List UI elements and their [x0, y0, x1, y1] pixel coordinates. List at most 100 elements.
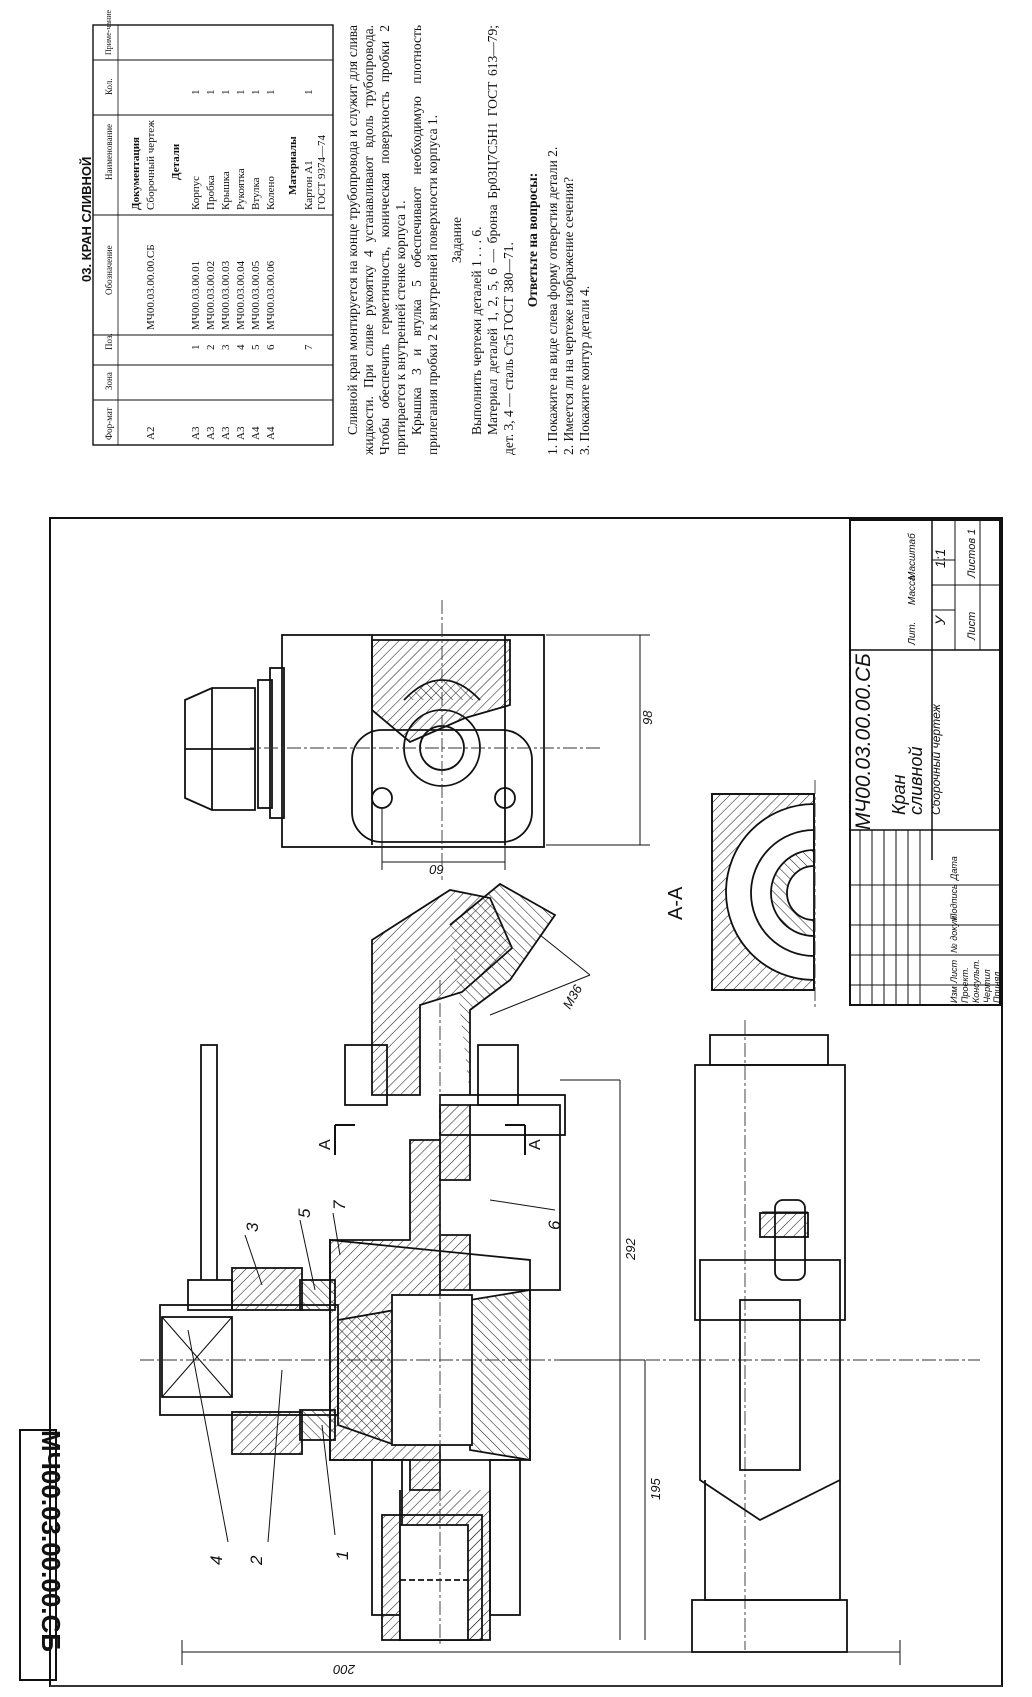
title-block-designation: МЧ00.03.00.00.СБ — [852, 653, 875, 830]
task-heading: Задание — [449, 216, 464, 264]
spec-detail-format: А3 — [190, 426, 202, 440]
change-header-sign: Подпись — [949, 884, 959, 920]
section-a-a-view — [711, 793, 815, 991]
col-zone: Зона — [104, 372, 114, 390]
question-1: 1. Покажите на виде слева форму отверсти… — [545, 146, 560, 455]
spec-detail-qty: 1 — [265, 89, 277, 96]
dimension-195-label: 195 — [648, 1478, 663, 1500]
title-name-line1: Кран — [889, 774, 909, 815]
dimension-60 — [381, 808, 506, 870]
sheet-label: Лист — [966, 612, 978, 641]
role-consult: Консульт. — [971, 959, 981, 1003]
position-label-3: 3 — [243, 1222, 262, 1232]
header-title: 03. КРАН СЛИВНОЙ — [79, 156, 94, 282]
spec-detail-pos: 6 — [265, 344, 277, 351]
hdr-scale: Масштаб — [906, 533, 918, 580]
section-mark-left: А — [317, 1139, 334, 1150]
description-paragraph-2: Крышка 3 и втулка 5 обеспечивают необход… — [409, 25, 440, 455]
title-name-line2: сливной — [906, 747, 926, 815]
spec-detail-name: Крышка — [220, 171, 232, 210]
corner-code: МЧ00.03.00.00.СБ — [36, 1430, 66, 1652]
top-view — [691, 1034, 848, 1653]
change-header-list: Лист — [949, 959, 959, 984]
position-label-6: 6 — [545, 1220, 564, 1230]
spec-row-designation: МЧ00.03.00.00.СБ — [145, 244, 157, 330]
hdr-lit: Лит. — [907, 622, 918, 646]
spec-detail-name: Втулка — [250, 177, 262, 210]
side-view — [184, 634, 545, 848]
position-label-2: 2 — [247, 1555, 266, 1566]
position-label-4: 4 — [207, 1556, 226, 1565]
spec-detail-name: Колено — [265, 176, 277, 210]
lit-value: У — [932, 614, 948, 626]
section-label: А-А — [665, 886, 687, 920]
col-format: Фор-мат — [104, 407, 114, 440]
spec-row-format: А2 — [145, 426, 157, 440]
spec-detail-name: Рукоятка — [235, 168, 247, 210]
sheets-label: Листов 1 — [966, 529, 978, 579]
spec-detail-designation: МЧ00.03.00.06 — [265, 260, 277, 330]
role-project: Проект. — [960, 967, 970, 1003]
hdr-mass: Масса — [907, 575, 918, 605]
spec-detail-qty: 1 — [220, 89, 232, 96]
dimension-60-label: 60 — [429, 862, 444, 877]
spec-table-grid — [92, 24, 334, 446]
section-marks — [334, 1124, 526, 1155]
task-line-1: Выполнить чертежи деталей 1 . . . 6. — [469, 226, 484, 435]
spec-detail-format: А3 — [235, 426, 247, 440]
col-name: Наименование — [104, 123, 114, 180]
description-block: Сливной кран монтируется на конце трубоп… — [345, 25, 593, 455]
role-accepted: Принял — [992, 972, 1002, 1003]
change-header-date: Дата — [949, 856, 959, 881]
dimension-200-label: 200 — [333, 1662, 356, 1677]
front-view — [159, 882, 566, 1641]
col-pos: Поз. — [104, 333, 114, 350]
spec-material-pos: 7 — [303, 344, 315, 351]
spec-material-name: Картон А1 — [303, 160, 315, 210]
col-note: Приме-чание — [104, 9, 113, 55]
questions-heading: Ответьте на вопросы: — [525, 172, 540, 308]
spec-detail-qty: 1 — [250, 89, 262, 96]
question-3: 3. Покажите контур детали 4. — [577, 285, 592, 455]
col-qty: Кол. — [104, 78, 114, 95]
spec-detail-format: А3 — [205, 426, 217, 440]
spec-detail-pos: 1 — [190, 344, 202, 351]
spec-detail-pos: 2 — [205, 344, 217, 351]
title-block — [849, 519, 1001, 1006]
spec-detail-pos: 3 — [220, 344, 232, 351]
spec-row-name: Сборочный чертеж — [145, 120, 157, 210]
spec-detail-name: Пробка — [205, 175, 217, 210]
spec-material-qty: 1 — [303, 89, 315, 96]
dimension-98-label: 98 — [640, 710, 655, 725]
spec-heading-materials: Материалы — [287, 136, 299, 195]
question-2: 2. Имеется ли на чертеже изображение сеч… — [561, 176, 576, 455]
spec-detail-designation: МЧ00.03.00.01 — [190, 260, 202, 330]
dimension-lines — [181, 934, 901, 1665]
spec-detail-qty: 1 — [235, 89, 247, 96]
scale-value: 1:1 — [932, 549, 948, 568]
spec-heading-details: Детали — [170, 143, 182, 180]
col-designation: Обозначение — [104, 245, 114, 295]
spec-material-gost: ГОСТ 9374—74 — [316, 135, 328, 210]
spec-detail-designation: МЧ00.03.00.02 — [205, 260, 217, 330]
description-paragraph-1: Сливной кран монтируется на конце трубоп… — [345, 25, 408, 455]
position-label-5: 5 — [295, 1208, 314, 1218]
spec-detail-pos: 5 — [250, 344, 262, 351]
title-name-line3: Сборочный чертеж — [929, 703, 943, 815]
spec-detail-format: А4 — [250, 426, 262, 440]
position-label-7: 7 — [330, 1200, 349, 1210]
spec-detail-format: А3 — [220, 426, 232, 440]
dimension-292-label: 292 — [623, 1238, 638, 1261]
spec-heading-docs: Документация — [130, 137, 142, 210]
role-drew: Чертил — [982, 969, 992, 1003]
spec-detail-designation: МЧ00.03.00.05 — [250, 260, 262, 330]
dimension-98 — [546, 634, 650, 846]
section-mark-right: А — [527, 1139, 544, 1150]
task-line-2: Материал деталей 1, 2, 5, 6 — бронза Бр0… — [485, 25, 516, 455]
spec-detail-qty: 1 — [190, 89, 202, 96]
change-header-doc: № докум. — [949, 913, 959, 953]
position-leaders — [187, 1199, 556, 1543]
spec-detail-pos: 4 — [235, 344, 247, 351]
spec-detail-name: Корпус — [190, 175, 202, 210]
